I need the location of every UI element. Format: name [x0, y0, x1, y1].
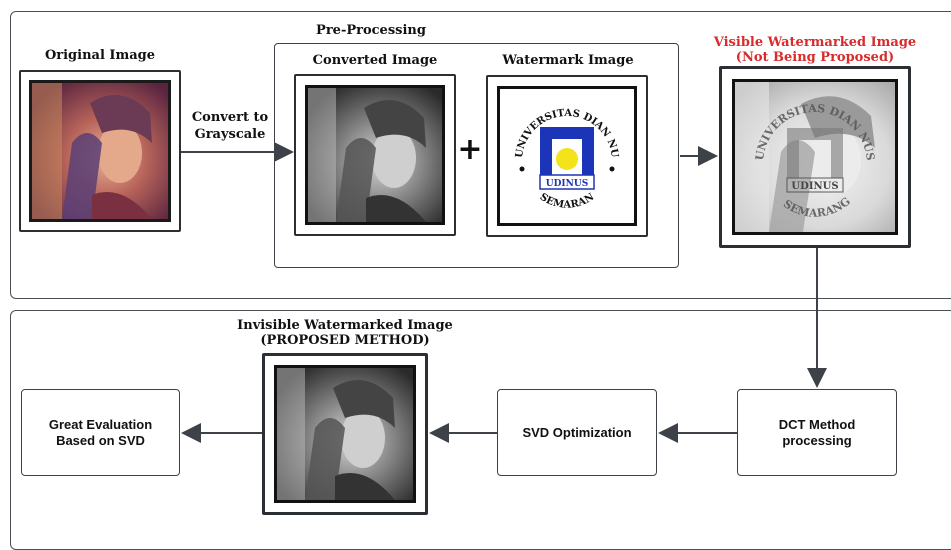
evaluation-box: Great Evaluation Based on SVD: [21, 389, 180, 476]
dct-process-box: DCT Method processing: [737, 389, 897, 476]
pre-processing-label: Pre-Processing: [316, 23, 426, 38]
svd-optimization-label: SVD Optimization: [522, 424, 632, 440]
visible-watermarked-image: UNIVERSITAS DIAN NUSWANTORO SEMARANG UDI…: [732, 79, 898, 235]
svg-text:UDINUS: UDINUS: [791, 181, 838, 192]
invisible-watermarked-image: [274, 365, 416, 503]
portrait-color-icon: [32, 83, 168, 219]
watermark-image: UNIVERSITAS DIAN NUSWANTORO SEMARANG UDI…: [497, 86, 637, 226]
portrait-gray-icon: [308, 88, 442, 222]
portrait-gray-result-icon: [277, 368, 413, 500]
invisible-watermarked-frame: [262, 353, 428, 515]
watermark-image-label: Watermark Image: [502, 53, 634, 68]
portrait-watermarked-icon: UNIVERSITAS DIAN NUSWANTORO SEMARANG UDI…: [735, 82, 895, 232]
svd-optimization-box: SVD Optimization: [497, 389, 657, 476]
udinus-logo-icon: UNIVERSITAS DIAN NUSWANTORO SEMARANG UDI…: [500, 89, 620, 211]
svg-text:UDINUS: UDINUS: [546, 179, 588, 189]
convert-label-line1: Convert to: [191, 110, 269, 125]
converted-image-label: Converted Image: [312, 53, 438, 68]
converted-image: [305, 85, 445, 225]
visible-watermarked-label-line1: Visible Watermarked Image: [713, 35, 917, 50]
original-image-label: Original Image: [44, 48, 156, 63]
dct-process-label: DCT Method processing: [778, 416, 856, 448]
evaluation-label: Great Evaluation Based on SVD: [48, 416, 153, 448]
plus-sign: +: [457, 132, 483, 167]
visible-watermarked-label-line2: (Not Being Proposed): [735, 50, 895, 65]
connector-arrows: [181, 142, 827, 443]
converted-image-frame: [294, 74, 456, 236]
original-image-frame: [19, 70, 181, 232]
invisible-watermarked-label-line1: Invisible Watermarked Image: [237, 318, 453, 333]
watermark-image-frame: UNIVERSITAS DIAN NUSWANTORO SEMARANG UDI…: [486, 75, 648, 237]
invisible-watermarked-label-line2: (PROPOSED METHOD): [260, 333, 430, 348]
convert-label-line2: Grayscale: [194, 127, 266, 142]
original-image: [29, 80, 171, 222]
visible-watermarked-frame: UNIVERSITAS DIAN NUSWANTORO SEMARANG UDI…: [719, 66, 911, 248]
